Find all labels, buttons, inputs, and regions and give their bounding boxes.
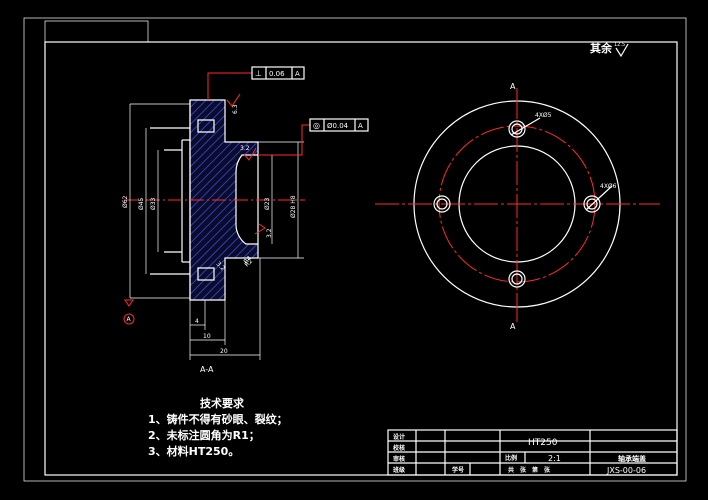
perp-datum: A — [295, 70, 300, 78]
roughness-32a: 3.2 — [240, 145, 250, 152]
hole-top — [508, 120, 526, 138]
hole-label-right: 4XØ6 — [600, 183, 617, 190]
hole-left-inner — [436, 198, 448, 210]
tb-material: HT250 — [528, 438, 558, 448]
dim-d28: Ø28 H8 — [290, 195, 297, 218]
front-view: 4XØ5 4XØ6 A A — [375, 82, 660, 331]
roughness-icon-3 — [254, 223, 266, 235]
top-left-box — [44, 20, 149, 43]
section-mark-bottom: A — [510, 322, 516, 331]
conc-datum: A — [358, 122, 363, 130]
hole-right-inner — [586, 198, 598, 210]
roughness-icon-1 — [226, 93, 241, 107]
hole-bottom — [508, 270, 526, 288]
tb-scale-value: 2:1 — [548, 454, 561, 463]
tb-review: 审核 — [393, 455, 405, 463]
hole-left — [433, 195, 451, 213]
roughness-32c: 3.2 — [215, 260, 227, 272]
dim-d23: Ø23 — [264, 197, 271, 210]
tb-student-no: 学号 — [452, 466, 464, 474]
section-mark-top: A — [510, 82, 516, 91]
section-label: A-A — [200, 365, 214, 374]
tb-design: 设计 — [393, 433, 405, 441]
tech-title: 技术要求 — [200, 396, 245, 410]
roughness-32b: 3.2 — [266, 228, 273, 238]
tech-item-2: 2、未标注圆角为R1； — [148, 428, 260, 442]
perp-value: 0.06 — [269, 70, 285, 78]
conc-value: Ø0.04 — [327, 122, 349, 130]
hole-right — [583, 195, 601, 213]
hole-bottom-inner — [511, 273, 523, 285]
conc-symbol: ◎ — [313, 121, 320, 130]
outer-border — [23, 17, 687, 482]
title-block: 设计 校核 审核 班级 学号 HT250 比例 2:1 轴承端盖 共 张 第 张… — [387, 429, 678, 476]
dim-w4: 4 — [195, 318, 199, 325]
tech-requirements: 技术要求 1、铸件不得有砂眼、裂纹； 2、未标注圆角为R1； 3、材料HT250… — [148, 396, 288, 458]
dim-w10: 10 — [203, 333, 211, 340]
tb-scale-label: 比例 — [505, 454, 517, 462]
perp-tolerance-frame — [251, 66, 305, 80]
dim-d33: Ø33 — [150, 197, 157, 210]
datum-a-marker — [123, 313, 135, 325]
tech-item-1: 1、铸件不得有砂眼、裂纹； — [148, 412, 288, 426]
dim-w20: 20 — [220, 348, 228, 355]
datum-a-text: A — [127, 316, 132, 323]
tb-batch: 班级 — [393, 466, 405, 474]
dim-d45: Ø45 — [138, 197, 145, 210]
tb-sheet: 共 张 第 张 — [508, 466, 551, 474]
tech-item-3: 3、材料HT250。 — [148, 444, 239, 458]
tb-check: 校核 — [393, 444, 405, 452]
inner-border — [44, 41, 678, 476]
tb-part-name: 轴承端盖 — [618, 454, 646, 463]
dim-r2: R2 — [243, 258, 254, 269]
tb-drawing-no: JXS-00-06 — [606, 466, 646, 475]
dim-r4: R4 — [242, 255, 253, 266]
section-view: Ø62 Ø45 Ø33 Ø23 Ø28 H8 4 10 20 R4 R2 6.3… — [122, 66, 369, 374]
roughness-symbol-icon — [615, 43, 629, 58]
finish-label: 其余 — [590, 41, 613, 55]
finish-value: 12.5 — [614, 42, 625, 48]
conc-tolerance-frame — [309, 118, 369, 132]
roughness-icon-2 — [243, 147, 257, 161]
roughness-63: 6.3 — [232, 104, 239, 114]
dim-d62: Ø62 — [122, 195, 129, 208]
perp-symbol: ⊥ — [255, 69, 262, 78]
hole-label-top: 4XØ5 — [535, 112, 552, 119]
